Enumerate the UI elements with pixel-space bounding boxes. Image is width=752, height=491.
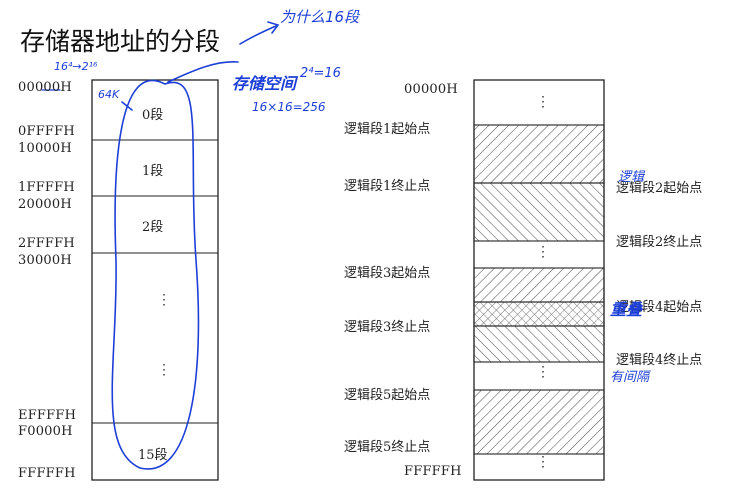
- logical-segment-label: 逻辑段1起始点: [344, 122, 431, 137]
- address-label: 30000H: [18, 253, 72, 268]
- handwritten-annotations: [41, 21, 280, 470]
- overlap-region: [473, 301, 605, 327]
- logical-segment-label: 逻辑段1终止点: [344, 179, 431, 194]
- logical-segment-label: 逻辑段3终止点: [344, 320, 431, 335]
- annotation-product: 16×16=256: [252, 100, 326, 114]
- logical-segment-5: [473, 389, 605, 455]
- segment-label: 2段: [142, 220, 164, 235]
- segment-label: 1段: [142, 164, 164, 179]
- address-label: 1FFFFH: [18, 180, 75, 195]
- annotation-exponent: 2⁴=16: [300, 66, 341, 81]
- logical-segment-2: [473, 182, 605, 242]
- ellipsis-icon: ⋮: [536, 94, 550, 110]
- page-title: 存储器地址的分段: [20, 27, 221, 56]
- address-label: 00000H: [404, 82, 458, 97]
- logical-segment-label: 逻辑段5终止点: [344, 440, 431, 455]
- loop-connector: [167, 61, 239, 83]
- logical-segment-1: [473, 124, 605, 184]
- annotation-64k: 64K: [98, 88, 120, 101]
- segment-grouping-loop: [111, 79, 200, 470]
- segment-label: 15段: [138, 448, 168, 463]
- address-label: F0000H: [18, 424, 73, 439]
- annotation-logic: 逻辑: [618, 170, 645, 185]
- annotation-overlap: 重叠: [610, 300, 643, 319]
- address-label: 10000H: [18, 141, 72, 156]
- address-label: 2FFFFH: [18, 236, 75, 251]
- segment-label: 0段: [142, 108, 164, 123]
- right-memory-column: [473, 79, 605, 481]
- address-label: 00000H: [18, 80, 72, 95]
- address-label: 0FFFFH: [18, 124, 75, 139]
- address-label: FFFFFH: [18, 466, 76, 481]
- annotation-power: 16⁴→2¹⁶: [54, 60, 98, 73]
- logical-segment-4: [473, 325, 605, 363]
- ellipsis-icon: ⋮: [536, 454, 550, 470]
- annotation-arrow: [239, 25, 277, 45]
- logical-segment-label: 逻辑段2终止点: [616, 235, 703, 250]
- annotation-capacity: 存储空间: [232, 74, 297, 93]
- address-label: EFFFFH: [18, 408, 77, 423]
- note-arrow: [121, 101, 133, 111]
- ellipsis-icon: ⋮: [157, 362, 171, 378]
- annotation-arrowhead: [267, 21, 280, 34]
- left-memory-column: [91, 79, 219, 481]
- logical-segment-label: 逻辑段5起始点: [344, 388, 431, 403]
- logical-segment-3: [473, 267, 605, 303]
- logical-segment-label: 逻辑段4起始点: [616, 300, 703, 315]
- address-label: 20000H: [18, 197, 72, 212]
- annotation-why-segment: 为什么16段: [280, 8, 360, 26]
- address-label: FFFFFH: [404, 464, 462, 479]
- ellipsis-icon: ⋮: [157, 292, 171, 308]
- logical-segment-label: 逻辑段3起始点: [344, 266, 431, 281]
- logical-segment-label: 逻辑段4终止点: [616, 353, 703, 368]
- ellipsis-icon: ⋮: [536, 364, 550, 380]
- annotation-gap: 有间隔: [610, 370, 650, 385]
- logical-segment-label: 逻辑段2起始点: [616, 181, 703, 196]
- ellipsis-icon: ⋮: [536, 244, 550, 260]
